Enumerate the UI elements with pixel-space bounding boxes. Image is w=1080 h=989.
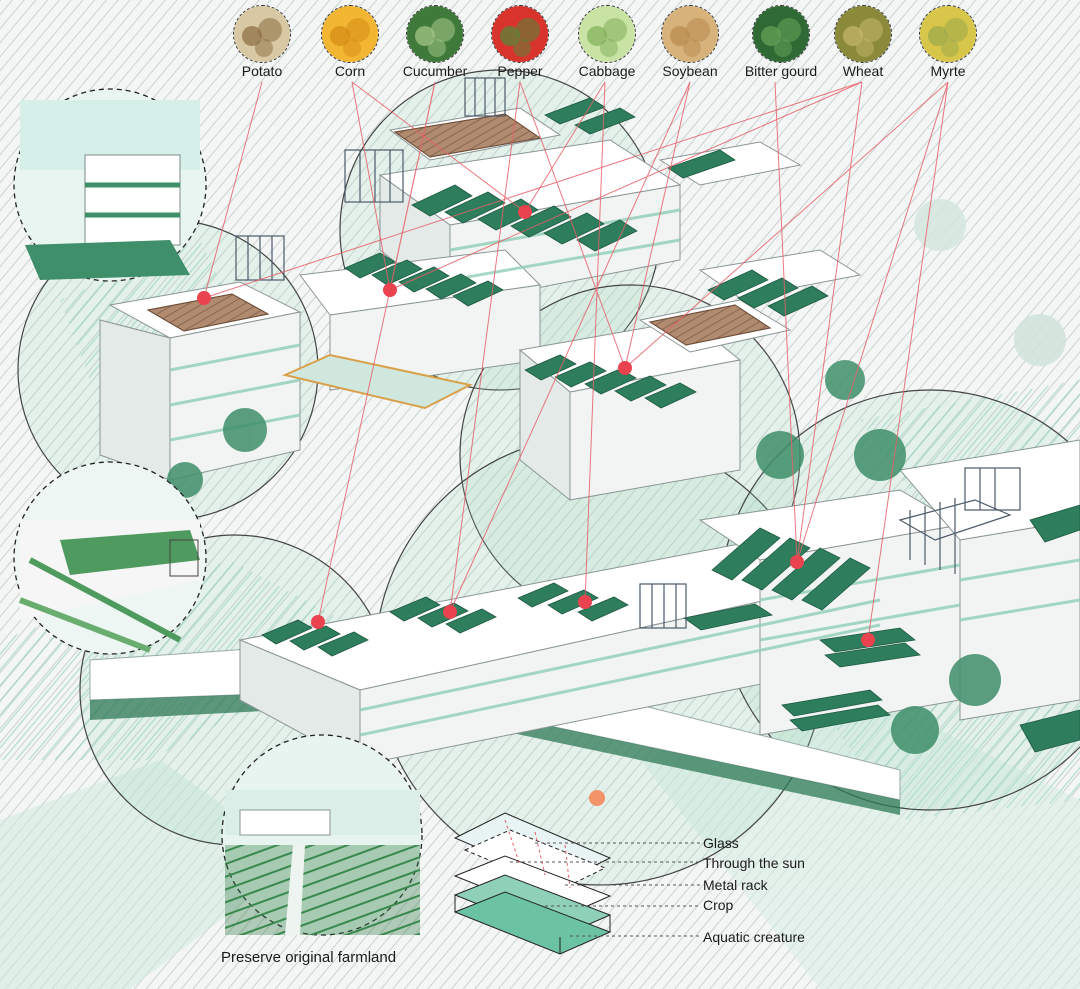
vignette-terrace <box>13 88 207 282</box>
tree <box>949 654 1001 706</box>
crop-plot-south-right <box>683 603 774 631</box>
layer-sun <box>463 829 607 891</box>
greenhouse-north <box>464 77 506 117</box>
tree <box>854 429 906 481</box>
crop-plot-northeast <box>707 269 829 317</box>
greenhouse-frames <box>235 77 1021 629</box>
cabbage-photo-icon <box>578 5 636 63</box>
tree <box>1014 314 1066 366</box>
pepper-photo-icon <box>491 5 549 63</box>
layer-label-through-the-sun: Through the sun <box>703 855 805 871</box>
marker-south-west <box>311 615 325 629</box>
tree <box>223 408 267 452</box>
marker-north <box>518 205 532 219</box>
marker-east <box>790 555 804 569</box>
crop-label-cabbage: Cabbage <box>578 63 636 79</box>
bitter-gourd-photo-icon <box>752 5 810 63</box>
crop-label-wheat: Wheat <box>842 63 884 79</box>
crop-label-soybean: Soybean <box>662 63 718 79</box>
vignette-rooftop-garden <box>13 461 207 655</box>
tree <box>914 199 966 251</box>
farmland-caption: Preserve original farmland <box>221 949 397 966</box>
crop-plot-south-west <box>261 619 369 657</box>
soybean-photo-icon <box>661 5 719 63</box>
crop-label-pepper: Pepper <box>497 63 543 79</box>
myrte-photo-icon <box>919 5 977 63</box>
crop-label-potato: Potato <box>241 63 283 79</box>
crop-plot-northwest <box>344 252 504 307</box>
marker-wood-west <box>197 291 211 305</box>
crop-roof-plots <box>261 97 1080 753</box>
leader-lines <box>203 81 949 641</box>
wood-roof-plots <box>146 113 772 346</box>
crop-label-cucumber: Cucumber <box>402 63 468 79</box>
layer-label-glass: Glass <box>703 835 739 851</box>
greenhouse-east <box>898 467 1021 574</box>
crop-plot-center <box>524 354 697 409</box>
layer-label-metal-rack: Metal rack <box>703 877 768 893</box>
tree <box>891 706 939 754</box>
section-marker <box>589 790 605 806</box>
crop-plot-east <box>711 527 871 611</box>
marker-center <box>618 361 632 375</box>
marker-south-center <box>578 595 592 609</box>
tree <box>825 360 865 400</box>
roof-layers-diagram <box>453 812 700 955</box>
cucumber-photo-icon <box>406 5 464 63</box>
crop-plot-far-east <box>781 504 1080 753</box>
marker-east-low <box>861 633 875 647</box>
greenhouse-south <box>639 583 687 629</box>
crop-plot-far-north <box>544 97 736 179</box>
crop-label-bitter-gourd: Bitter gourd <box>744 63 818 79</box>
vignette-farmland <box>221 734 423 936</box>
crop-plot-south-center <box>517 582 629 622</box>
tree <box>756 431 804 479</box>
marker-south-mid <box>443 605 457 619</box>
potato-photo-icon <box>233 5 291 63</box>
water-basin <box>281 353 473 410</box>
crop-label-corn: Corn <box>334 63 366 79</box>
crop-label-myrte: Myrte <box>930 63 966 79</box>
marker-northwest <box>383 283 397 297</box>
crop-markers <box>197 205 875 647</box>
layer-label-crop: Crop <box>703 897 734 913</box>
layer-label-aquatic-creature: Aquatic creature <box>703 929 805 945</box>
corn-photo-icon <box>321 5 379 63</box>
wheat-photo-icon <box>834 5 892 63</box>
